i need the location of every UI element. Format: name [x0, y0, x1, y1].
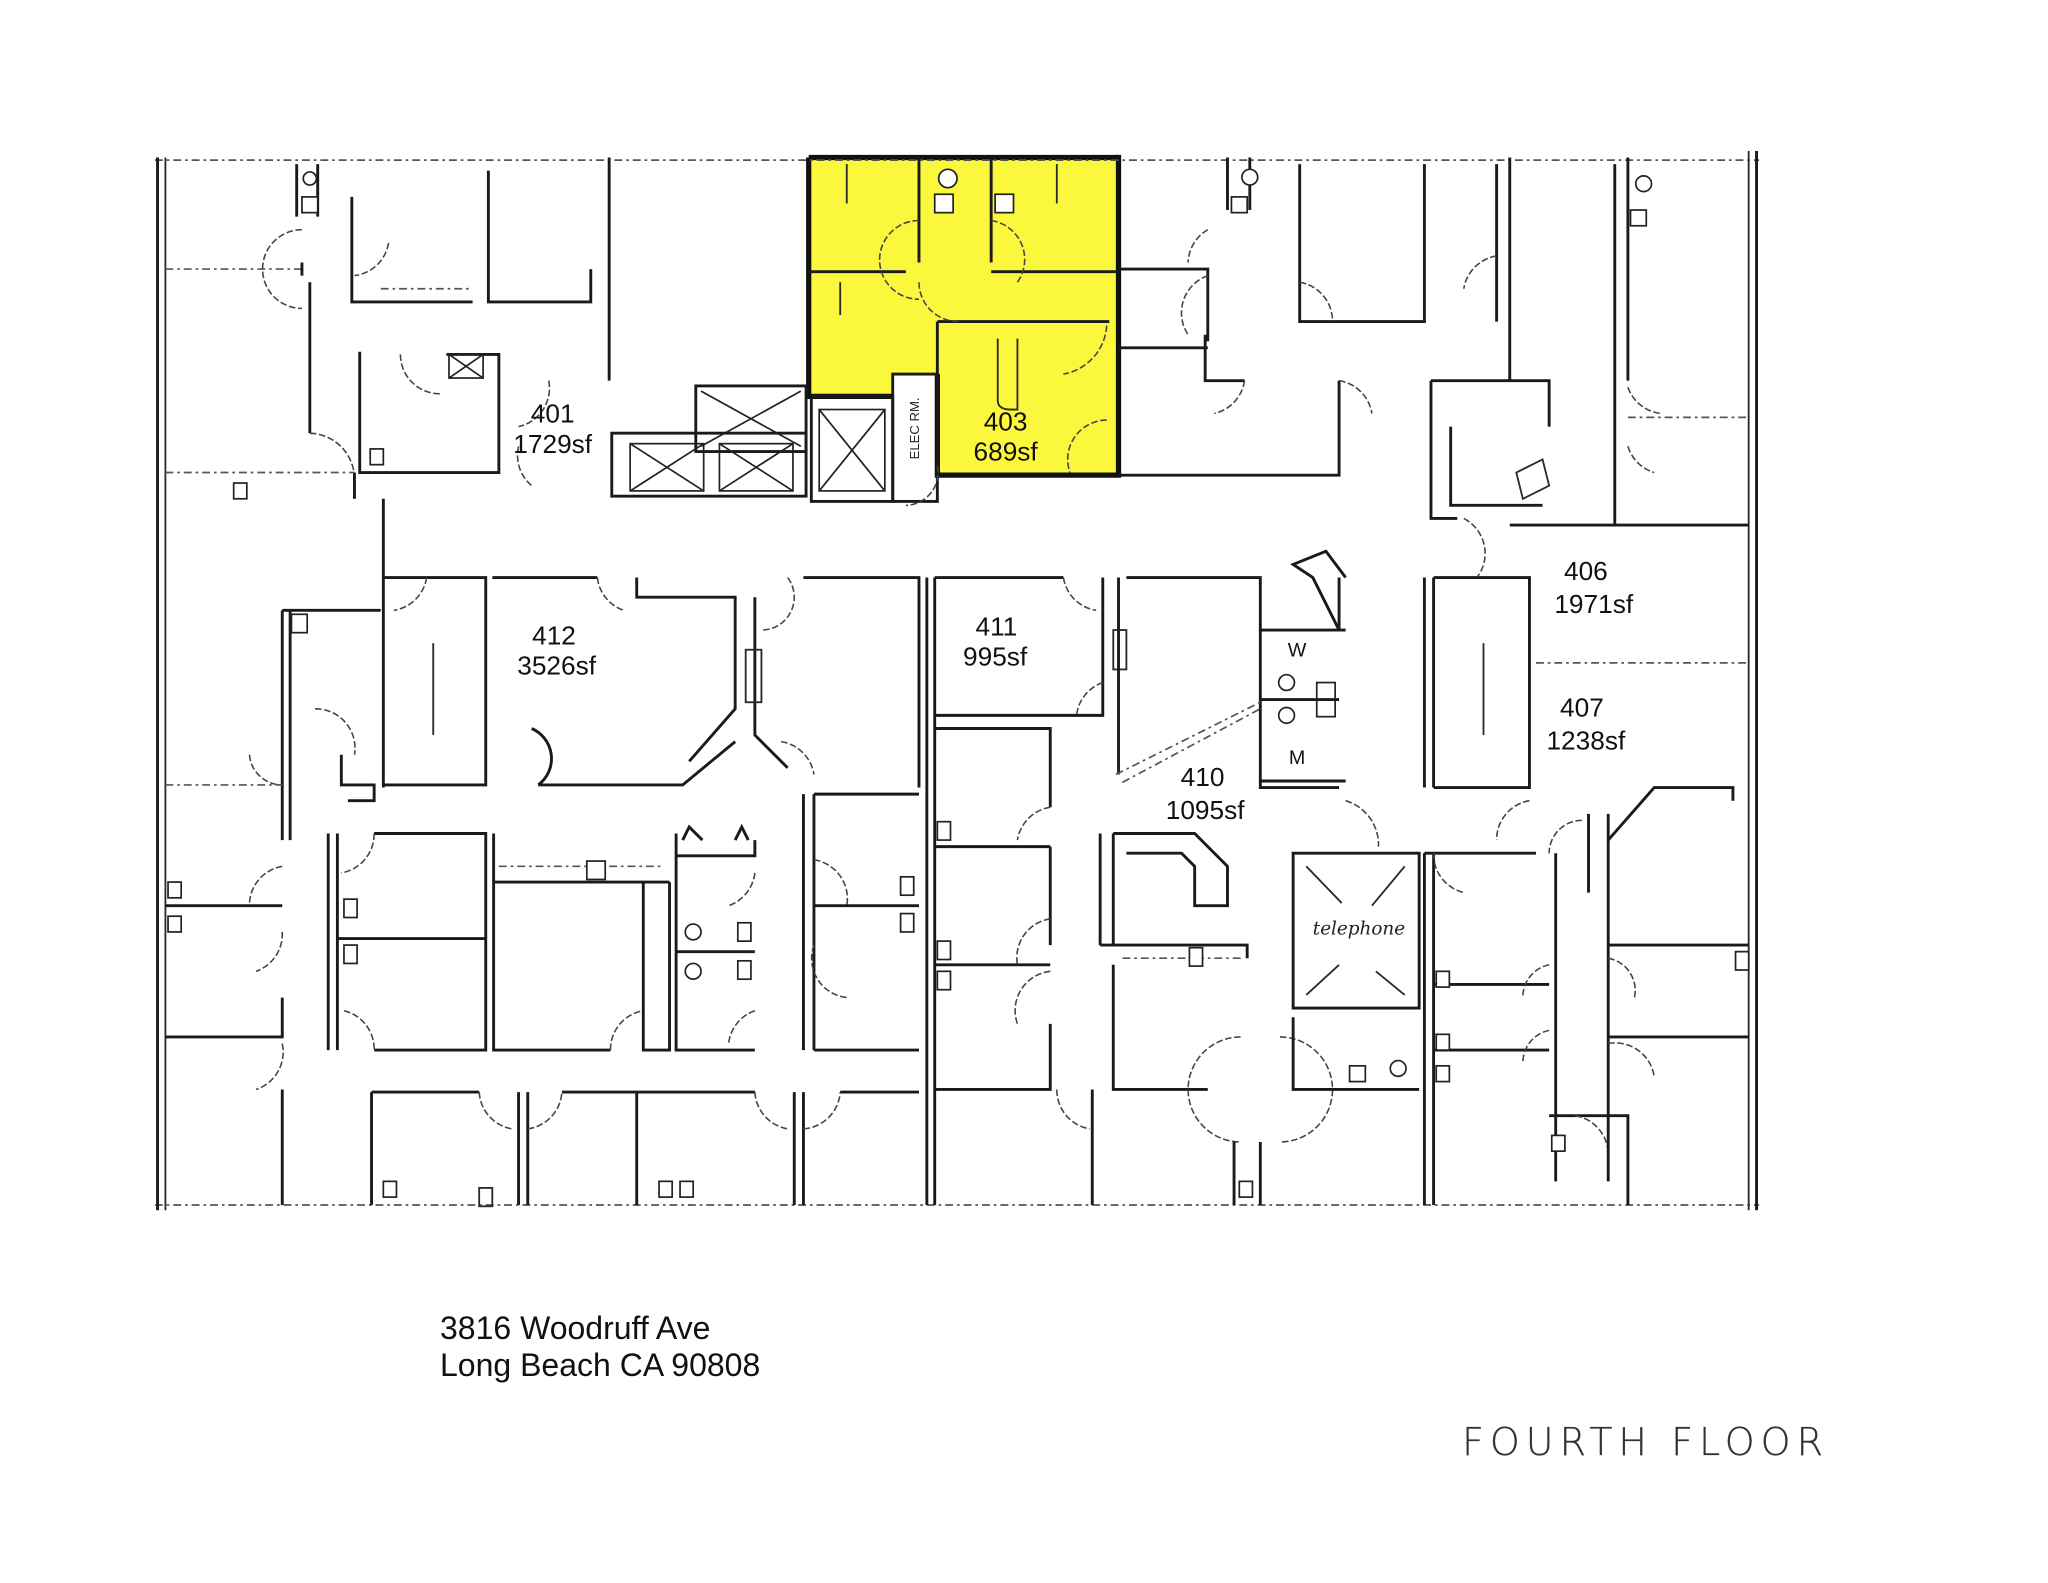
suite-401[interactable]: 401 1729sf	[513, 399, 593, 459]
lower-411-area-walls	[934, 727, 1094, 1205]
suite-407[interactable]: 407 1238sf	[1546, 693, 1626, 756]
suite-406-walls	[1118, 157, 1749, 664]
suite-412[interactable]: 412 3526sf	[517, 620, 597, 680]
building-shell	[154, 150, 1760, 1211]
suite-412-area: 3526sf	[517, 651, 597, 681]
address-block: 3816 Woodruff Ave Long Beach CA 90808	[440, 1310, 760, 1384]
elevator-core: ELEC RM.	[610, 372, 939, 507]
suite-403-number: 403	[984, 407, 1028, 437]
suite-407-number: 407	[1560, 693, 1604, 723]
suite-407-walls	[1422, 576, 1750, 1205]
suite-407-area: 1238sf	[1546, 725, 1626, 755]
address-street: 3816 Woodruff Ave	[440, 1310, 711, 1346]
suite-406-area: 1971sf	[1554, 589, 1634, 619]
suite-401-area: 1729sf	[513, 429, 593, 459]
restroom-women-label: W	[1288, 639, 1307, 661]
suite-403-area: 689sf	[974, 437, 1039, 467]
suite-401-number: 401	[531, 399, 575, 429]
suite-401-walls	[165, 157, 611, 500]
suite-410-area: 1095sf	[1166, 795, 1246, 825]
bottom-row-walls	[370, 1090, 919, 1208]
suite-406[interactable]: 406 1971sf	[1554, 556, 1634, 619]
suite-410-walls: W M	[1098, 549, 1347, 1205]
telephone-room: telephone	[1291, 799, 1421, 1091]
suite-406-number: 406	[1564, 556, 1608, 586]
suite-410-number: 410	[1181, 762, 1225, 792]
floor-title: FOURTH FLOOR	[1462, 1420, 1829, 1464]
elec-room-label: ELEC RM.	[907, 397, 922, 459]
suite-412-number: 412	[532, 620, 576, 650]
lower-middle-walls	[326, 792, 919, 1052]
restroom-men-label: M	[1289, 747, 1305, 769]
suite-411-number: 411	[975, 611, 1017, 641]
suite-411-walls	[925, 576, 1128, 1205]
telephone-label: telephone	[1313, 919, 1405, 940]
address-city: Long Beach CA 90808	[440, 1347, 761, 1383]
suite-411[interactable]: 411 995sf	[963, 611, 1028, 671]
suite-403[interactable]: 403 689sf	[974, 407, 1039, 467]
lower-left-walls	[165, 608, 381, 1205]
suite-410[interactable]: 410 1095sf	[1166, 762, 1246, 825]
suite-411-area: 995sf	[963, 641, 1028, 671]
suite-412-walls	[381, 498, 921, 788]
suite-403-highlight[interactable]	[806, 154, 1122, 478]
